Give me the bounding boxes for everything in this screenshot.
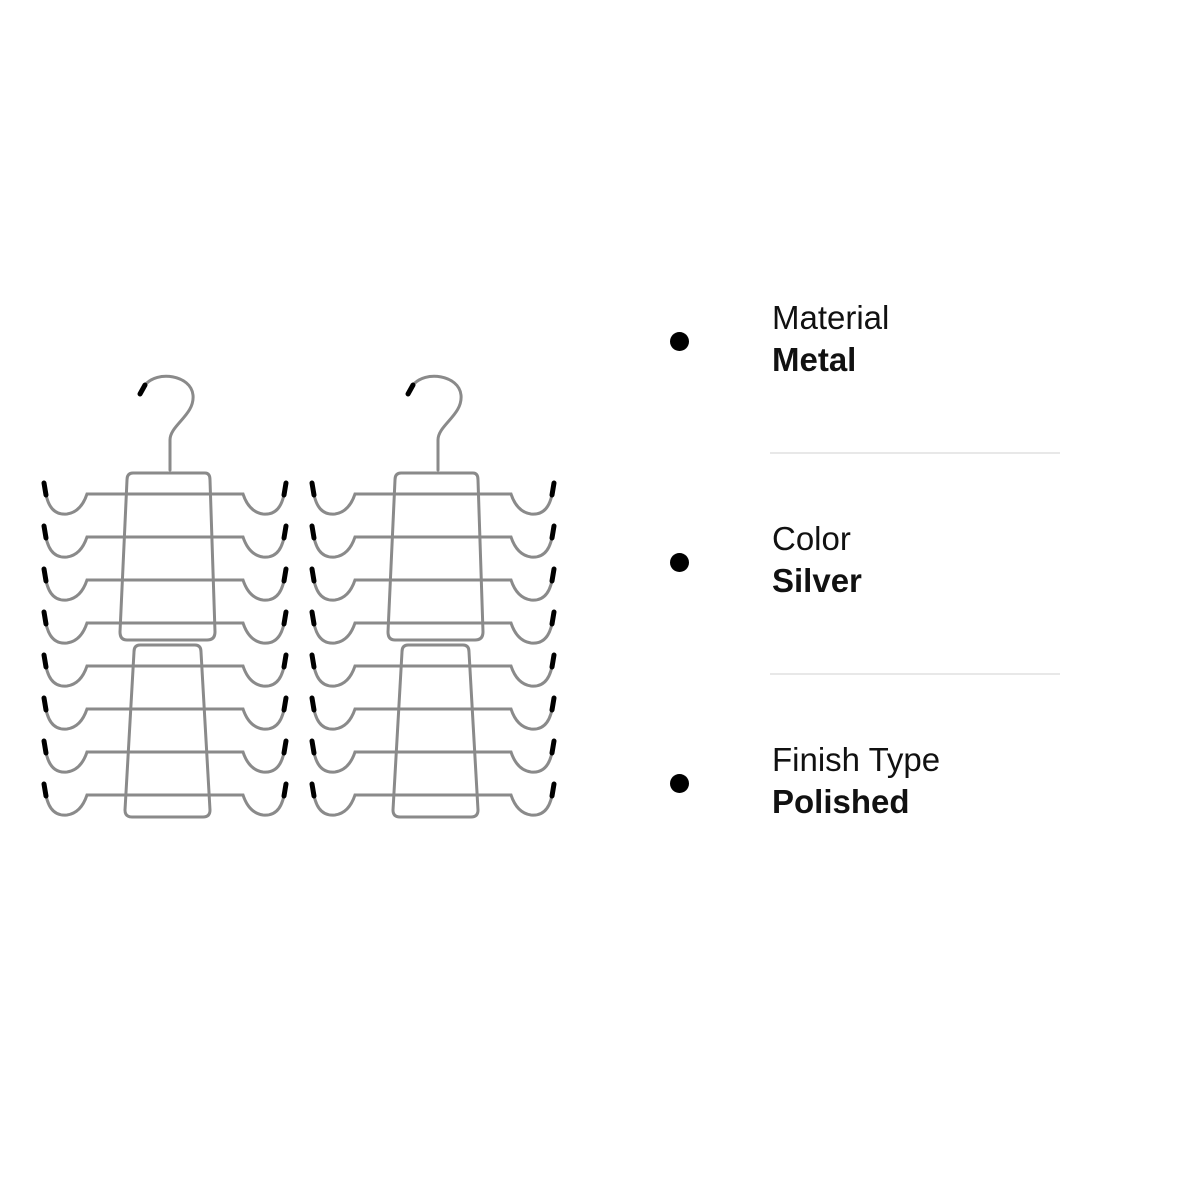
bar-tip-left: [41, 609, 49, 627]
upper-frame: [118, 471, 217, 642]
hanger-bar: [311, 486, 555, 516]
spec-label: Color: [772, 520, 851, 557]
hanger-bar: [43, 486, 287, 516]
hanger-bar: [311, 701, 555, 731]
hanger-bar: [311, 572, 555, 602]
bar-tip-right: [549, 523, 557, 541]
bar-tip-right: [281, 738, 289, 756]
bar-tip-right: [549, 480, 557, 498]
bar-tip-right: [281, 609, 289, 627]
bar-tip-left: [309, 566, 317, 584]
bar-tip-right: [281, 480, 289, 498]
bar-tip-right: [281, 695, 289, 713]
bullet-icon: [670, 553, 689, 572]
bar-tip-left: [41, 566, 49, 584]
hanger: [41, 374, 289, 819]
spec-label: Material: [772, 299, 890, 336]
bar-tip-left: [309, 480, 317, 498]
spec-value: Silver: [772, 562, 862, 599]
hook-tip: [405, 382, 416, 397]
product-image: [30, 370, 590, 840]
bar-tip-right: [549, 609, 557, 627]
bar-tip-right: [549, 566, 557, 584]
hanger-bar: [43, 744, 287, 774]
upper-frame: [386, 471, 485, 642]
bar-tip-left: [309, 695, 317, 713]
hanger-bar: [311, 744, 555, 774]
bar-tip-left: [41, 781, 49, 799]
specs-list: Material Metal Color Silver Finish Type …: [660, 290, 1080, 953]
spec-divider: [770, 452, 1060, 454]
hanger-bar: [43, 701, 287, 731]
hook: [143, 374, 195, 472]
bar-tip-right: [281, 523, 289, 541]
hook-tip: [137, 382, 148, 397]
lower-frame: [123, 643, 212, 819]
bar-tip-left: [41, 480, 49, 498]
hanger-bar: [43, 572, 287, 602]
spec-row-color: Color Silver: [660, 511, 1080, 732]
spec-row-finish-type: Finish Type Polished: [660, 732, 1080, 953]
hanger-bar: [311, 529, 555, 559]
hanger-bar: [43, 615, 287, 645]
hanger-bar: [43, 787, 287, 817]
bar-tip-right: [549, 695, 557, 713]
tank-top-hanger-icon: [41, 374, 557, 819]
bar-tip-left: [309, 652, 317, 670]
hook: [411, 374, 463, 472]
bar-tip-right: [281, 652, 289, 670]
bar-tip-left: [309, 523, 317, 541]
bar-tip-left: [309, 609, 317, 627]
bar-tip-left: [41, 652, 49, 670]
bar-tip-left: [309, 738, 317, 756]
bar-tip-right: [549, 738, 557, 756]
spec-row-material: Material Metal: [660, 290, 1080, 511]
spec-value: Polished: [772, 783, 910, 820]
spec-label: Finish Type: [772, 741, 941, 778]
hanger-bar: [311, 787, 555, 817]
hanger-bar: [43, 529, 287, 559]
bar-tip-right: [281, 781, 289, 799]
bar-tip-left: [41, 738, 49, 756]
bar-tip-right: [549, 652, 557, 670]
hanger-bar: [311, 615, 555, 645]
hanger-bar: [311, 658, 555, 688]
hanger: [309, 374, 557, 819]
bar-tip-right: [281, 566, 289, 584]
lower-frame: [391, 643, 480, 819]
bar-tip-left: [309, 781, 317, 799]
spec-value: Metal: [772, 341, 857, 378]
bar-tip-right: [549, 781, 557, 799]
spec-divider: [770, 673, 1060, 675]
hanger-bar: [43, 658, 287, 688]
bullet-icon: [670, 774, 689, 793]
bar-tip-left: [41, 695, 49, 713]
bullet-icon: [670, 332, 689, 351]
bar-tip-left: [41, 523, 49, 541]
